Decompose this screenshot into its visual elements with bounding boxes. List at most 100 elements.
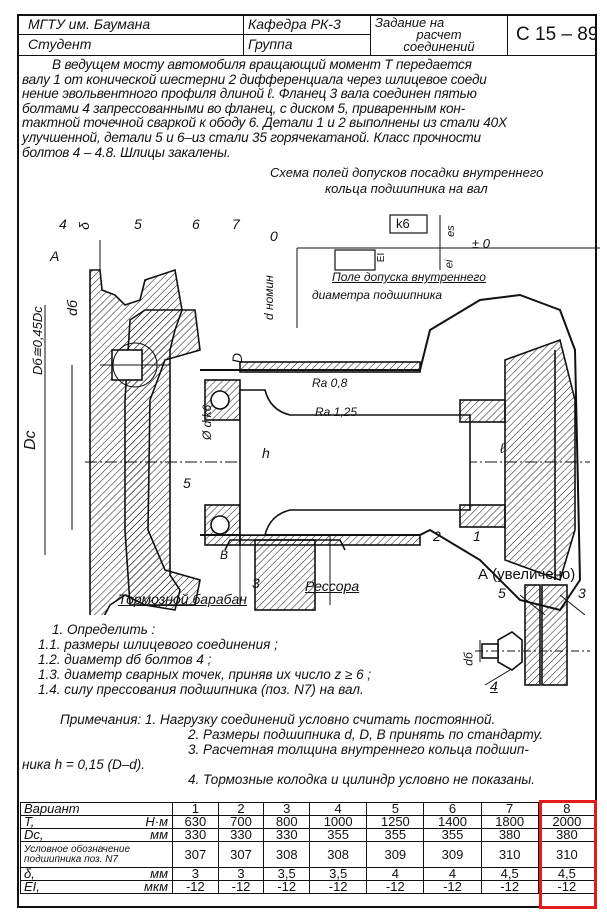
- description-line: нение эвольвентного профиля длиной ℓ. Фл…: [22, 86, 477, 102]
- task-item: 1. Определить :: [52, 622, 156, 637]
- table-cell: 355: [366, 828, 425, 842]
- variant-header: Вариант: [20, 802, 173, 816]
- description-line: улучшенной, детали 5 и 6–из стали 35 гор…: [22, 129, 481, 145]
- document-frame: [17, 14, 597, 908]
- task-title-line: соединений: [403, 39, 475, 54]
- table-row: EI,мкм -12 -12 -12 -12 -12 -12 -12 -12: [20, 879, 597, 894]
- notes: Примечания: 1. Нагрузку соединений услов…: [22, 712, 594, 787]
- table-cell: 380: [537, 828, 597, 842]
- label-part-4: 4: [59, 216, 67, 232]
- description-line: болтов 4 – 4.8. Шлицы закалены.: [22, 144, 231, 160]
- table-cell: -12: [309, 880, 368, 894]
- table-cell: 307: [172, 841, 219, 868]
- label-d-bolt: dб: [63, 300, 80, 316]
- tasks-list: 1. Определить : 1.1. размеры шлицевого с…: [38, 622, 371, 697]
- label-h: h: [262, 445, 270, 461]
- detail-a-title: А (увеличено): [478, 566, 576, 583]
- notes-label: Примечания:: [60, 712, 142, 727]
- table-cell: -12: [217, 880, 265, 894]
- table-cell: 310: [480, 841, 539, 868]
- task-item: 1.3. диаметр сварных точек, приняв их чи…: [38, 667, 372, 682]
- task-item: 1.2. диаметр dб болтов 4 ;: [38, 652, 212, 667]
- detail-label-5: 5: [498, 585, 506, 601]
- roughness-1: Ra 0,8: [312, 376, 348, 390]
- table-cell: 3,5: [263, 867, 311, 881]
- label-b: B: [220, 548, 229, 562]
- label-part-3: 3: [252, 575, 260, 591]
- row-unit: мм: [150, 866, 168, 881]
- axle-housing: [200, 293, 582, 612]
- differential-gear: [504, 338, 576, 582]
- task-item: 1.4. силу прессования подшипника (поз. N…: [38, 682, 364, 697]
- label-part-5-lower: 5: [183, 475, 191, 491]
- description-line: тактной точечной сваркой к ободу 6. Дета…: [22, 115, 507, 131]
- label-d-k6: Ø d k6: [200, 404, 214, 440]
- flange: [124, 309, 201, 606]
- roughness-2: Ra 1,25: [315, 405, 358, 419]
- tol-k6: k6: [396, 216, 410, 231]
- label-view-a: A: [50, 248, 60, 264]
- label-dc: Dc: [22, 430, 39, 450]
- task-item: 1.1. размеры шлицевого соединения ;: [38, 637, 278, 652]
- row-unit: Н·м: [145, 814, 168, 829]
- description-line: валу 1 от конической шестерни 2 дифферен…: [22, 71, 487, 87]
- table-cell: 308: [309, 841, 368, 868]
- table-cell: 1800: [480, 815, 539, 829]
- row-label: EI, мкм: [20, 879, 173, 894]
- table-cell: 355: [309, 828, 368, 842]
- label-d-outer: D: [229, 352, 246, 364]
- detail-label-3: 3: [578, 585, 586, 601]
- row-label-text: EI,: [24, 879, 40, 894]
- table-cell: 310: [537, 841, 597, 868]
- table-cell: -12: [423, 880, 482, 894]
- table-cell: 330: [263, 828, 311, 842]
- note-item: 3. Расчетная толщина внутреннего кольца …: [188, 742, 529, 757]
- detail-label-db: dб: [461, 652, 476, 666]
- department: Кафедра РК-3: [243, 14, 371, 35]
- tol-ei: ei: [443, 259, 456, 269]
- assembly-drawing: [44, 214, 600, 615]
- group-label: Группа: [243, 34, 371, 56]
- table-cell: 380: [480, 828, 539, 842]
- variants-table: Вариант 1 2 3 4 5 6 7 8 T,Н·м 630 700 80…: [20, 802, 597, 894]
- row-label: Dc, мм: [20, 827, 173, 842]
- scheme-caption-2: кольца подшипника на вал: [325, 181, 488, 196]
- table-cell: 3,5: [309, 867, 368, 881]
- brake-drum-label: Тормозной барабан: [118, 591, 248, 607]
- tol-es: es: [444, 225, 457, 237]
- label-part-2: 2: [433, 528, 441, 544]
- table-row: Dc,мм 330 330 330 355 355 355 380 380: [20, 827, 597, 842]
- label-part-5: 5: [134, 216, 142, 232]
- table-cell: 309: [366, 841, 425, 868]
- tol-field-2: диаметра подшипника: [312, 288, 443, 302]
- note-item: 1. Нагрузку соединений условно считать п…: [144, 712, 496, 727]
- row-unit: мкм: [144, 879, 168, 894]
- label-part-6: 6: [192, 216, 200, 232]
- description-line: В ведущем мосту автомобиля вращающий мом…: [52, 57, 472, 72]
- table-cell: -12: [263, 880, 311, 894]
- label-spline-length: ℓ: [500, 440, 505, 456]
- student-label: Студент: [17, 34, 244, 56]
- detail-label-4: 4: [490, 678, 498, 694]
- task-title-line: расчет: [416, 27, 462, 42]
- tol-zero: 0: [270, 228, 278, 244]
- table-cell: 307: [217, 841, 265, 868]
- row-label-text: Условное обозначение подшипника поз. N7: [24, 843, 131, 865]
- task-title: Задание на расчет соединений: [370, 14, 508, 56]
- table-cell: -12: [172, 880, 219, 894]
- label-part-7: 7: [232, 216, 240, 232]
- table-row: Условное обозначение подшипника поз. N7 …: [20, 841, 597, 868]
- label-delta: δ: [75, 222, 92, 230]
- spring-label: Рессора: [305, 578, 360, 594]
- row-unit: мм: [150, 827, 168, 842]
- table-cell: -12: [537, 880, 597, 894]
- label-part-1: 1: [473, 528, 481, 544]
- note-item: 2. Размеры подшипника d, D, B принять по…: [188, 727, 544, 742]
- row-label-text: Dc,: [24, 827, 44, 842]
- table-cell: 355: [423, 828, 482, 842]
- tol-d-nominal: d номин: [262, 275, 276, 320]
- task-title-line: Задание на: [375, 15, 445, 30]
- table-cell: 308: [263, 841, 311, 868]
- institution: МГТУ им. Баумана: [17, 14, 244, 35]
- table-cell: 330: [217, 828, 265, 842]
